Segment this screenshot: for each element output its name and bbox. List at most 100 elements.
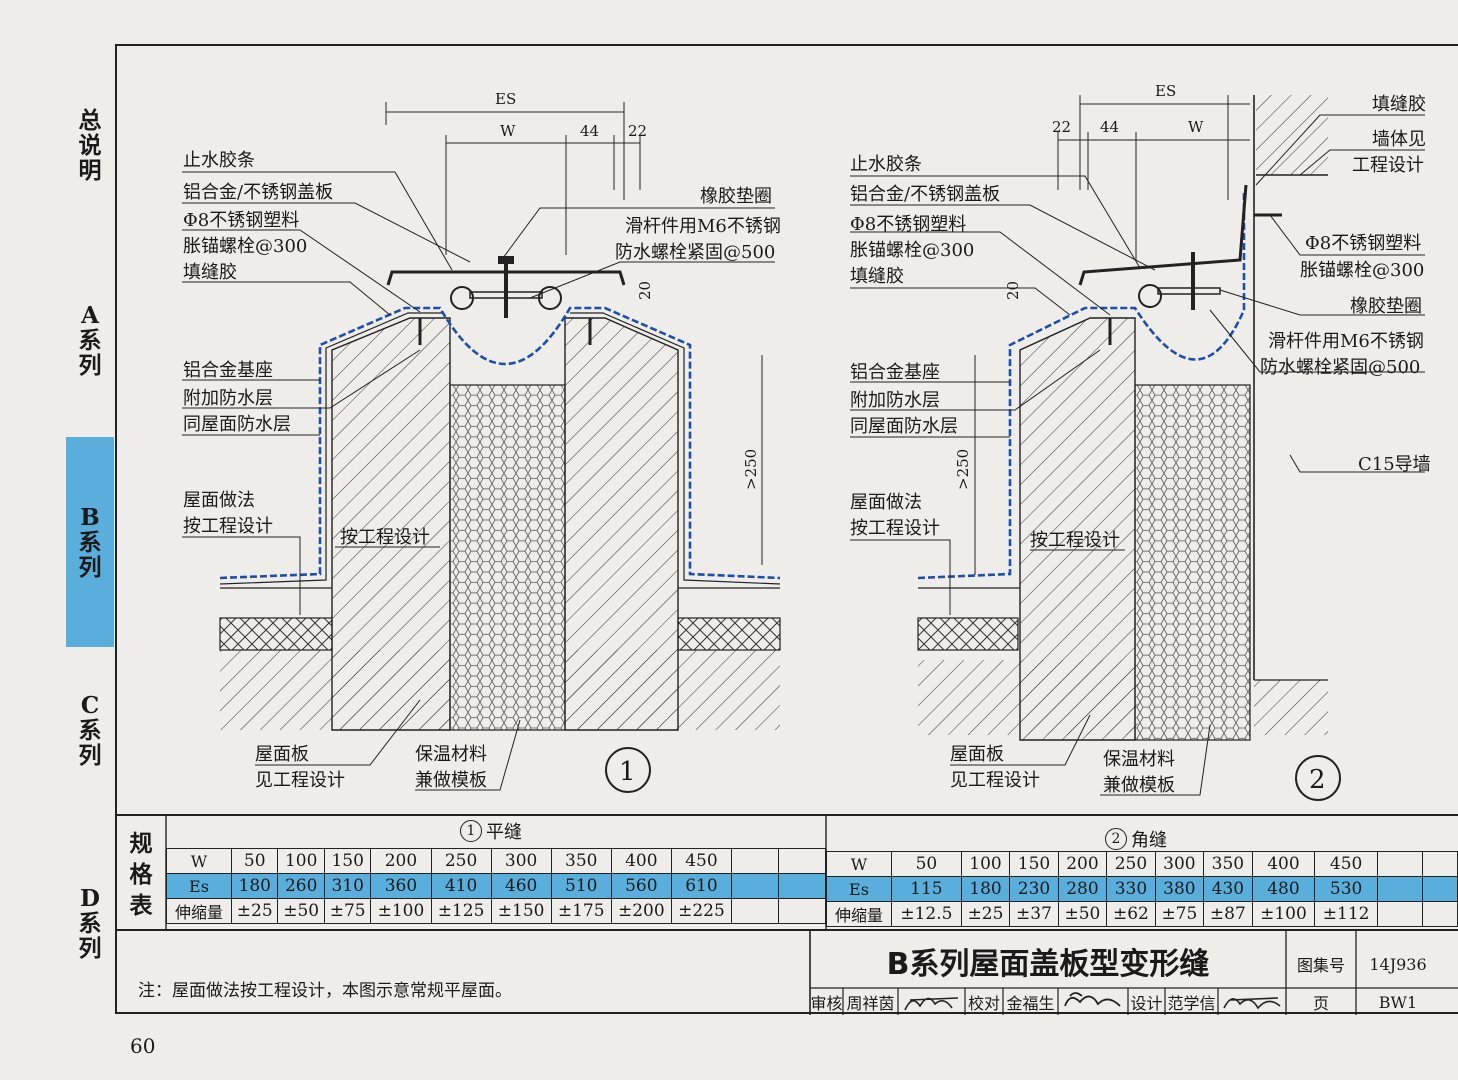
check-name: 金福生 [1006,994,1055,1013]
label-water-strip: 止水胶条 [183,150,255,171]
check-label: 校对 [967,994,1000,1013]
cell: ±25 [230,898,279,924]
cell: 50 [230,848,279,874]
table-row: W 50 100 150 200 250 300 350 400 450 [826,851,1458,877]
empty-cell [778,848,826,874]
empty-cell [1377,876,1423,902]
label-insulation: 兼做模板 [1103,775,1175,796]
cell: 380 [1154,876,1205,902]
label-roof-method: 按工程设计 [850,518,940,539]
tab-char: 列 [78,934,102,962]
cell: 310 [323,873,372,899]
cell: ±125 [430,898,492,924]
detail-number-circle [605,747,651,793]
tab-char: 系 [78,528,102,556]
label-slide-bolt: 滑杆件用M6不锈钢 [1268,331,1424,352]
label-extra-waterproof: 附加防水层 [850,390,940,411]
spec-table-corner: W 50 100 150 200 250 300 350 400 450 Es … [826,851,1458,927]
signature-design [1223,997,1281,1010]
tab-char: 说 [78,131,102,159]
design-label: 设计 [1130,994,1163,1013]
cell: ±50 [1057,901,1108,927]
tab-general[interactable]: 总 说 明 [66,100,114,190]
cell: ±25 [960,901,1011,927]
cell: ±175 [550,898,612,924]
detail-2-corner-joint: ES 22 44 W 20 >250 填缝胶 墙体见 工程设计 止水胶条 铝合金… [850,82,1431,801]
spec-table-label: 规 格 表 [118,818,164,930]
rubber-gasket [1138,284,1162,308]
dim-es: ES [495,90,516,108]
cell: ±50 [277,898,325,924]
label-roof-method: 按工程设计 [183,516,273,537]
atlas-label: 图集号 [1296,956,1345,975]
empty-cell [1422,901,1458,927]
empty-cell [731,848,779,874]
dim-44: 44 [580,122,599,140]
label-slide-bolt: 滑杆件用M6不锈钢 [625,216,781,237]
cover-plate [1078,184,1248,286]
tab-char: D [80,884,100,912]
wall-slab [1254,680,1328,735]
row-header: 伸缩量 [166,898,232,924]
cell: 530 [1314,876,1378,902]
table-row: Es 115 180 230 280 330 380 430 480 530 [826,876,1458,902]
cell: ±75 [1154,901,1205,927]
label-base: 铝合金基座 [850,362,940,383]
dim-20: 20 [636,281,654,300]
tab-d-series[interactable]: D 系 列 [66,878,114,968]
cell: 360 [370,873,432,899]
dim-44: 44 [1100,118,1119,136]
tab-char: 系 [78,326,102,354]
spec-label-char: 表 [129,891,153,919]
cell: 150 [323,848,372,874]
table-row: 伸缩量 ±25 ±50 ±75 ±100 ±125 ±150 ±175 ±200… [166,898,826,924]
titleblock-cells [842,988,1219,1015]
table-row: 伸缩量 ±12.5 ±25 ±37 ±50 ±62 ±75 ±87 ±100 ±… [826,901,1458,927]
tab-b-series[interactable]: B 系 列 [66,437,114,647]
detail-number: 1 [619,757,636,787]
label-by-design: 按工程设计 [1030,530,1120,551]
table-row: Es 180 260 310 360 410 460 510 560 610 [166,873,826,899]
dim-250: >250 [742,449,760,490]
cell: ±37 [1009,901,1059,927]
table-row: W 50 100 150 200 250 300 350 400 450 [166,848,826,874]
label-rubber-gasket: 橡胶垫圈 [700,186,772,207]
dim-ticks [385,102,641,255]
signature-review [904,997,959,1011]
dim-w: W [500,122,516,140]
empty-cell [731,898,779,924]
tab-char: 总 [78,106,102,134]
cell: 260 [277,873,325,899]
empty-cell [1377,851,1423,877]
signature-check [1064,992,1121,1007]
label-anchor-bolt: Φ8不锈钢塑料 [183,210,299,231]
tab-c-series[interactable]: C 系 列 [66,685,114,775]
label-anchor-bolt-right: 胀锚螺栓@300 [1300,260,1424,281]
upstand-left [331,317,451,731]
cell: 230 [1009,876,1059,902]
spec-table-flat: W 50 100 150 200 250 300 350 400 450 Es … [166,848,826,924]
label-roof-method: 屋面做法 [850,492,922,513]
cell: 250 [1106,851,1156,877]
cell: 180 [960,876,1011,902]
cell: ±100 [370,898,432,924]
detail-1-flat-joint: ES W 44 22 20 >250 止水胶条 铝合金/不锈钢盖板 Φ8不锈钢塑… [182,90,781,793]
cell: 200 [1057,851,1108,877]
review-label: 审核 [810,994,843,1013]
label-roof-slab: 屋面板 [950,744,1004,765]
leader-lines [182,171,775,791]
cell: 330 [1106,876,1156,902]
cell: ±75 [323,898,372,924]
cell: ±87 [1203,901,1253,927]
label-cover-plate: 铝合金/不锈钢盖板 [850,184,1000,205]
cell: 410 [430,873,492,899]
existing-wall [1256,95,1328,175]
waterproof-layer [219,306,781,580]
label-slide-bolt: 防水螺栓紧固@500 [615,242,775,263]
cell: 510 [550,873,612,899]
dim-ticks [1057,95,1229,260]
dim-es: ES [1155,82,1176,100]
cell: ±150 [490,898,552,924]
tab-a-series[interactable]: A 系 列 [66,295,114,385]
tab-char: 列 [78,553,102,581]
